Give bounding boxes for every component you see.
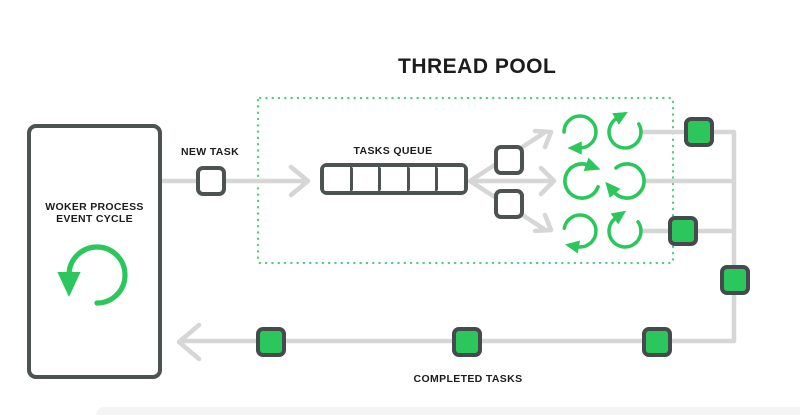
worker-process-label: WOKER PROCESS EVENT CYCLE: [31, 201, 158, 225]
cycle-arrow-icon: [598, 102, 649, 156]
completed-task-square: [452, 327, 482, 357]
dispatch-task-square: [494, 189, 524, 219]
tasks-queue: [320, 163, 468, 195]
arrowhead-down-right-icon: [532, 212, 554, 234]
new-task-square: [196, 166, 226, 196]
completed-task-square: [720, 265, 750, 295]
arrowhead-right-icon: [288, 164, 311, 198]
completed-task-square: [668, 216, 698, 246]
worker-process-box: WOKER PROCESS EVENT CYCLE: [27, 124, 162, 379]
queue-cell: [324, 167, 353, 191]
arrowhead-up-right-icon: [532, 128, 554, 150]
completed-task-square: [256, 327, 286, 357]
cycle-arrow-icon: [595, 155, 653, 212]
thread-spinners: [558, 102, 653, 258]
completed-tasks-label: COMPLETED TASKS: [413, 373, 523, 385]
cycle-arrow-icon: [558, 150, 609, 205]
queue-cell: [381, 167, 410, 191]
worker-label-line1: WOKER PROCESS: [45, 201, 144, 213]
bottom-section-edge: [96, 407, 800, 415]
tasks-queue-cells: [324, 167, 464, 191]
completed-task-square: [642, 327, 672, 357]
arrowhead-right-icon: [538, 165, 557, 197]
cycle-arrow-icon: [597, 201, 649, 255]
tasks-queue-label: TASKS QUEUE: [353, 145, 433, 157]
cycle-arrow-icon: [558, 210, 601, 258]
dispatch-task-square: [494, 145, 524, 175]
completed-task-square: [684, 117, 714, 147]
queue-cell: [438, 167, 464, 191]
cycle-arrow-icon: [57, 235, 137, 315]
queue-cell: [352, 167, 382, 191]
worker-label-line2: EVENT CYCLE: [56, 212, 133, 225]
new-task-label: NEW TASK: [181, 146, 240, 158]
thread-pool-title: THREAD POOL: [398, 55, 557, 78]
arrowhead-left-icon: [176, 322, 202, 362]
queue-cell: [409, 167, 439, 191]
cycle-arrow-icon: [562, 114, 598, 157]
